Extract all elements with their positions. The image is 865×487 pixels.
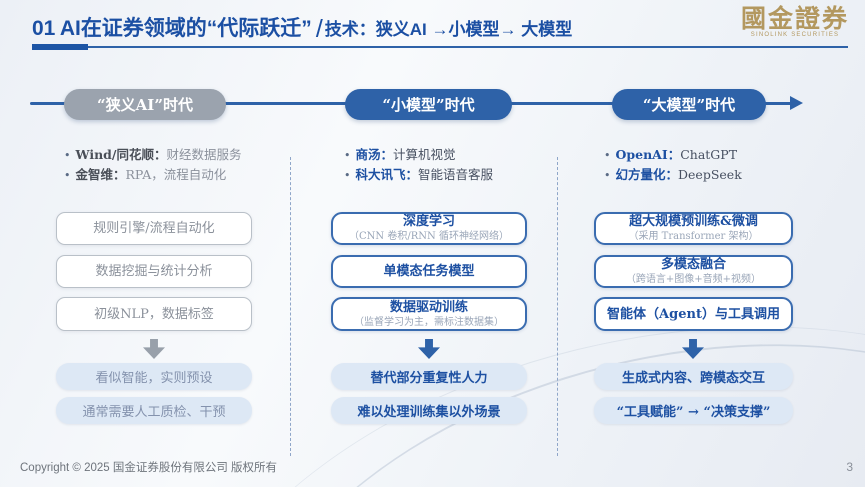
title-slash: / — [315, 15, 323, 43]
company-logo: 國金證券 SINOLINK SECURITIES — [740, 4, 849, 39]
result-pill: “工具赋能” → “决策支撑” — [594, 397, 793, 424]
feature-box: 数据驱动训练 （监督学习为主，需标注数据集） — [331, 297, 527, 331]
down-arrow-icon — [143, 339, 165, 359]
feature-box: 单模态任务模型 — [331, 255, 527, 288]
header-divider-accent — [32, 44, 88, 50]
page-number: 3 — [846, 460, 853, 474]
bullet-icon: • — [604, 149, 611, 162]
list-item: •商汤：计算机视觉 — [344, 147, 456, 162]
title-main: AI在证券领域的“代际跃迁” — [59, 17, 312, 40]
bullet-icon: • — [64, 149, 71, 162]
era-label: “大模型”时代 — [642, 96, 736, 114]
result-pill: 看似智能，实则预设 — [56, 363, 252, 390]
bullet-list-narrow-ai: •Wind/同花顺：财经数据服务 •金智维：RPA，流程自动化 — [64, 145, 241, 185]
page-title: 01 AI在证券领域的“代际跃迁”/技术：狭义AI →小模型→ 大模型 — [32, 12, 572, 44]
list-item: •Wind/同花顺：财经数据服务 — [64, 147, 242, 162]
result-pill: 替代部分重复性人力 — [331, 363, 527, 390]
section-number: 01 — [32, 17, 56, 40]
feature-box: 多模态融合 （跨语言+图像+音频+视频） — [594, 255, 793, 288]
result-pill: 通常需要人工质检、干预 — [56, 397, 252, 424]
era-pill-narrow-ai: “狭义AI”时代 — [64, 89, 226, 120]
feature-box: 超大规模预训练&微调 （采用 Transformer 架构） — [594, 212, 793, 245]
bullet-icon: • — [604, 169, 611, 182]
timeline-arrowhead-icon — [790, 96, 803, 110]
bullet-list-small-model: •商汤：计算机视觉 •科大讯飞：智能语音客服 — [344, 145, 493, 185]
column-divider — [290, 157, 291, 456]
logo-english-text: SINOLINK SECURITIES — [750, 32, 840, 38]
feature-box: 数据挖掘与统计分析 — [56, 255, 252, 288]
era-pill-large-model: “大模型”时代 — [612, 89, 766, 120]
bullet-list-large-model: •OpenAI：ChatGPT •幻方量化：DeepSeek — [604, 145, 742, 185]
era-label: “狭义AI”时代 — [97, 96, 193, 114]
copyright-text: Copyright © 2025 国金证券股份有限公司 版权所有 — [20, 462, 278, 474]
era-label: “小模型”时代 — [382, 96, 475, 114]
result-pill: 生成式内容、跨模态交互 — [594, 363, 793, 390]
feature-box: 规则引擎/流程自动化 — [56, 212, 252, 245]
title-subtitle: 技术：狭义AI →小模型→ 大模型 — [324, 20, 573, 39]
feature-box: 智能体（Agent）与工具调用 — [594, 297, 793, 331]
bullet-icon: • — [64, 169, 71, 182]
result-pill: 难以处理训练集以外场景 — [331, 397, 527, 424]
list-item: •OpenAI：ChatGPT — [604, 147, 738, 162]
list-item: •金智维：RPA，流程自动化 — [64, 167, 227, 182]
down-arrow-icon — [682, 339, 704, 359]
feature-box: 初级NLP，数据标签 — [56, 297, 252, 331]
logo-chinese-text: 國金證券 — [740, 4, 849, 33]
bullet-icon: • — [344, 169, 351, 182]
header-divider — [32, 44, 848, 50]
bullet-icon: • — [344, 149, 351, 162]
list-item: •幻方量化：DeepSeek — [604, 167, 742, 182]
feature-box: 深度学习 （CNN 卷积/RNN 循环神经网络） — [331, 212, 527, 245]
era-pill-small-model: “小模型”时代 — [345, 89, 512, 120]
list-item: •科大讯飞：智能语音客服 — [344, 167, 494, 182]
down-arrow-icon — [418, 339, 440, 359]
column-divider — [557, 157, 558, 456]
